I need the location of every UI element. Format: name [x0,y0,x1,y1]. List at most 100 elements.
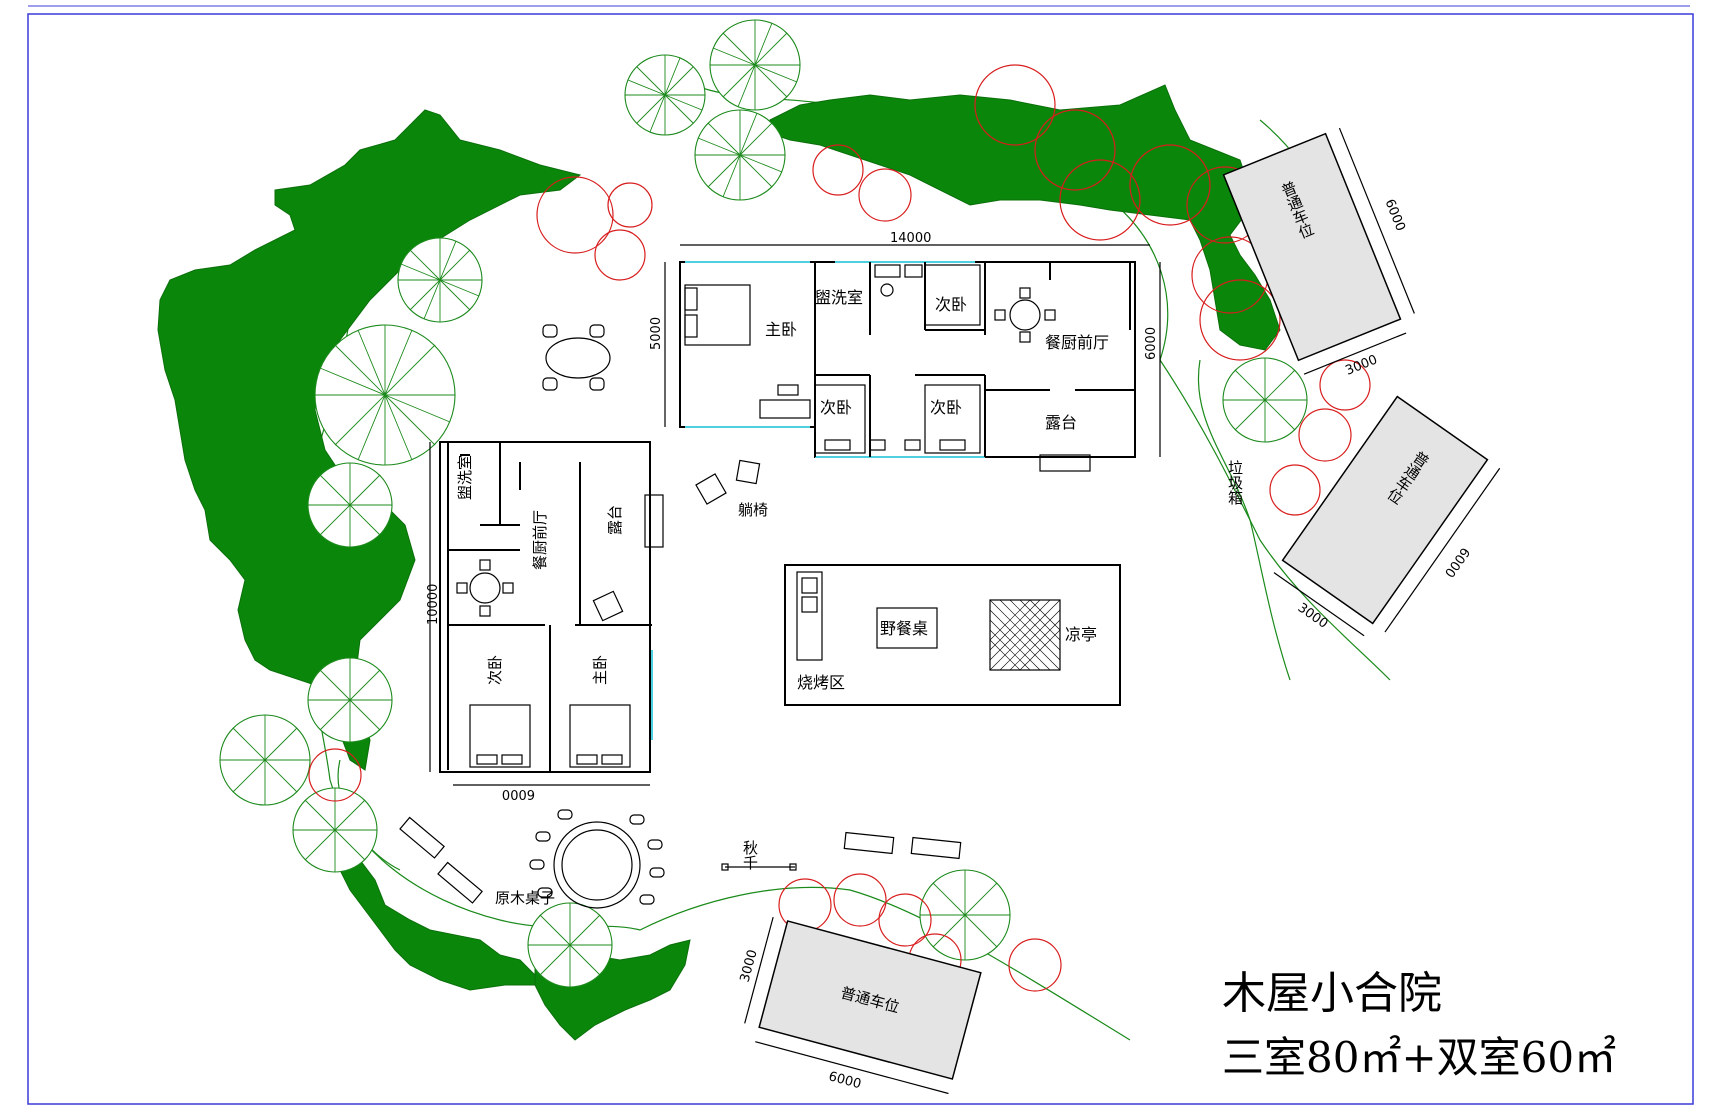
room-master: 主卧 [765,320,797,339]
parking-rect [758,920,982,1080]
pillow [476,754,498,765]
outdoor-furniture: 躺椅 原木桌子 秋千 垃圾箱 [399,324,1244,909]
stool [557,809,573,820]
tree-green-icon [1222,357,1308,443]
pillow [939,439,966,451]
tree-green-icon [314,324,456,466]
chair [1044,309,1056,321]
stool [535,831,551,842]
log-table [553,821,641,909]
tree-red-icon [1034,109,1116,191]
house-three-room: 14000 5000 6000 主卧 盥洗室 次卧 餐厨前厅 次卧 次卧 露台 [649,231,1161,472]
room-second-bl: 次卧 [820,398,852,417]
room-bath: 盥洗室 [456,455,474,500]
toilet [880,283,894,297]
bed [814,384,866,454]
pavilion-block: 烧烤区 野餐桌 凉亭 [784,564,1121,706]
tree-red-icon [536,176,614,254]
parking-rect [1222,132,1402,362]
stool [629,814,645,825]
nightstand [684,287,698,311]
chair [589,324,605,338]
tree-green-icon [219,714,311,806]
tree-red-icon [1129,144,1211,226]
pavilion-table: 野餐桌 [880,619,928,638]
tree-red-icon [1008,938,1062,992]
stool [529,859,545,870]
log-table-inner [561,829,633,901]
pavilion-outline [784,564,1121,706]
tree-red-icon [812,144,864,196]
room-second-top: 次卧 [935,295,967,314]
tree-red-icon [974,64,1056,146]
grill-burner [801,596,818,613]
pillow [601,754,623,765]
drawing-frame [27,13,1694,1105]
room-deck: 露台 [1045,413,1077,432]
tree-red-icon [1319,359,1371,411]
chair [1019,331,1031,343]
parking-rect [1281,395,1489,625]
lounge-chair [735,459,761,485]
bench [910,836,962,860]
plan-title: 木屋小合院 [1222,968,1442,1019]
tree-green-icon [694,109,786,201]
chair [542,324,558,338]
parking-stall: 普通车位 6000 3000 [1222,127,1415,379]
bed [924,384,981,454]
stool [647,839,663,850]
bench [437,861,483,904]
room-kitchen: 餐厨前厅 [531,510,549,570]
room-kitchen: 餐厨前厅 [1045,333,1109,352]
swing-post [721,863,729,871]
dim-width: 6000 [502,786,535,801]
picnic-table [876,607,938,649]
desk [759,399,811,419]
nightstand [684,314,698,338]
label-swing: 秋千 [741,840,759,870]
bed [569,704,631,768]
chair [542,377,558,391]
tree-red-icon [1298,408,1352,462]
tree-green-icon [624,54,706,136]
tree-red-icon [1199,279,1281,361]
bed [924,264,981,326]
pillow [824,439,851,451]
room-second: 次卧 [486,655,504,685]
fixture [874,264,901,278]
label-log-table: 原木桌子 [495,889,555,907]
tree-green-icon [307,462,393,548]
label-trash: 垃圾箱 [1226,460,1244,505]
room-master: 主卧 [591,655,609,685]
pillow [501,754,523,765]
fixture [904,264,923,278]
hedge-north [769,84,1281,351]
tree-green-icon [709,19,801,111]
hedge-southwest [339,859,541,991]
chair [502,582,514,594]
lounge-chair [592,590,624,622]
tree-red-icon [1269,464,1321,516]
kiosk-roof [989,599,1061,671]
tree-green-icon [397,237,483,323]
plan-subtitle: 三室80㎡+双室60㎡ [1222,1033,1616,1082]
dimension-line [755,1041,949,1095]
pillow [869,439,886,451]
pavilion-bbq: 烧烤区 [797,673,845,692]
room-bath: 盥洗室 [815,288,863,307]
stool [537,887,553,898]
pillow [904,439,921,451]
house-two-room: 10000 6000 盥洗室 餐厨前厅 露台 次卧 主卧 [426,441,664,801]
parking-stall: 普通车位 6000 3000 [1273,395,1501,637]
tree-green-icon [919,869,1011,961]
tree-red-icon [833,873,887,927]
tree-red-icon [1059,159,1141,241]
chair [994,309,1006,321]
label-lounge: 躺椅 [738,501,768,519]
chair [479,559,491,571]
bench [843,831,895,855]
kiosk-hatch [989,599,1061,671]
dimension-line [1338,127,1415,314]
dimension-line [1384,467,1501,633]
